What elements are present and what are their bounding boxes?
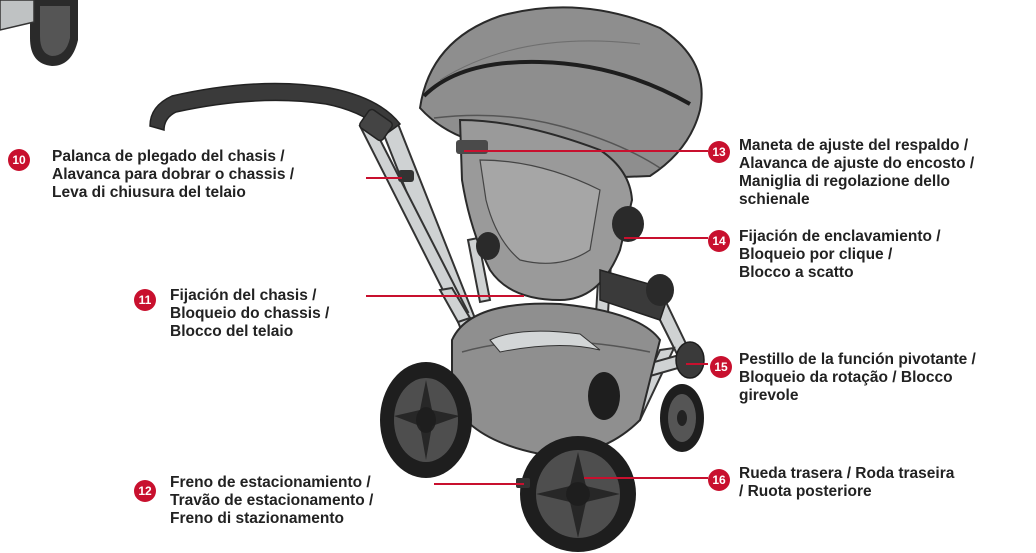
callout-label-10: Palanca de plegado del chasis / Alavanca… [52, 148, 294, 202]
callout-badge-16: 16 [708, 469, 730, 491]
rear-wheel-left [380, 362, 472, 478]
callout-10-line-1: Palanca de plegado del chasis / [52, 148, 294, 166]
callout-16-line-1: Rueda trasera / Roda traseira [739, 465, 954, 483]
callout-label-16: Rueda trasera / Roda traseira / Ruota po… [739, 465, 954, 501]
callout-11-line-3: Blocco del telaio [170, 323, 329, 341]
callout-15-line-2: Bloqueio da rotação / Blocco [739, 369, 976, 387]
callout-13-line-1: Maneta de ajuste del respaldo / [739, 137, 974, 155]
callout-label-11: Fijación del chasis / Bloqueio do chassi… [170, 287, 329, 341]
callout-12-line-1: Freno de estacionamiento / [170, 474, 373, 492]
callout-15-line-3: girevole [739, 387, 976, 405]
callout-13-line-2: Alavanca de ajuste do encosto / [739, 155, 974, 173]
callout-badge-15: 15 [710, 356, 732, 378]
callout-13-line-4: schienale [739, 191, 974, 209]
callout-11-line-1: Fijación del chasis / [170, 287, 329, 305]
callout-13-line-3: Maniglia di regolazione dello [739, 173, 974, 191]
callout-10-line-3: Leva di chiusura del telaio [52, 184, 294, 202]
callout-badge-13: 13 [708, 141, 730, 163]
callout-label-13: Maneta de ajuste del respaldo / Alavanca… [739, 137, 974, 209]
callout-14-line-1: Fijación de enclavamiento / [739, 228, 941, 246]
callout-badge-10: 10 [8, 149, 30, 171]
callout-label-14: Fijación de enclavamiento / Bloqueio por… [739, 228, 941, 282]
shopping-basket [452, 304, 660, 455]
callout-14-line-2: Bloqueio por clique / [739, 246, 941, 264]
callout-badge-14: 14 [708, 230, 730, 252]
callout-10-line-2: Alavanca para dobrar o chassis / [52, 166, 294, 184]
callout-badge-11: 11 [134, 289, 156, 311]
callout-11-line-2: Bloqueio do chassis / [170, 305, 329, 323]
callout-12-line-3: Freno di stazionamento [170, 510, 373, 528]
cropped-wheel [0, 0, 78, 66]
callout-15-line-1: Pestillo de la función pivotante / [739, 351, 976, 369]
callout-16-line-2: / Ruota posteriore [739, 483, 954, 501]
callout-12-line-2: Travão de estacionamento / [170, 492, 373, 510]
callout-badge-12: 12 [134, 480, 156, 502]
callout-14-line-3: Blocco a scatto [739, 264, 941, 282]
callout-label-12: Freno de estacionamiento / Travão de est… [170, 474, 373, 528]
callout-label-15: Pestillo de la función pivotante / Bloqu… [739, 351, 976, 405]
